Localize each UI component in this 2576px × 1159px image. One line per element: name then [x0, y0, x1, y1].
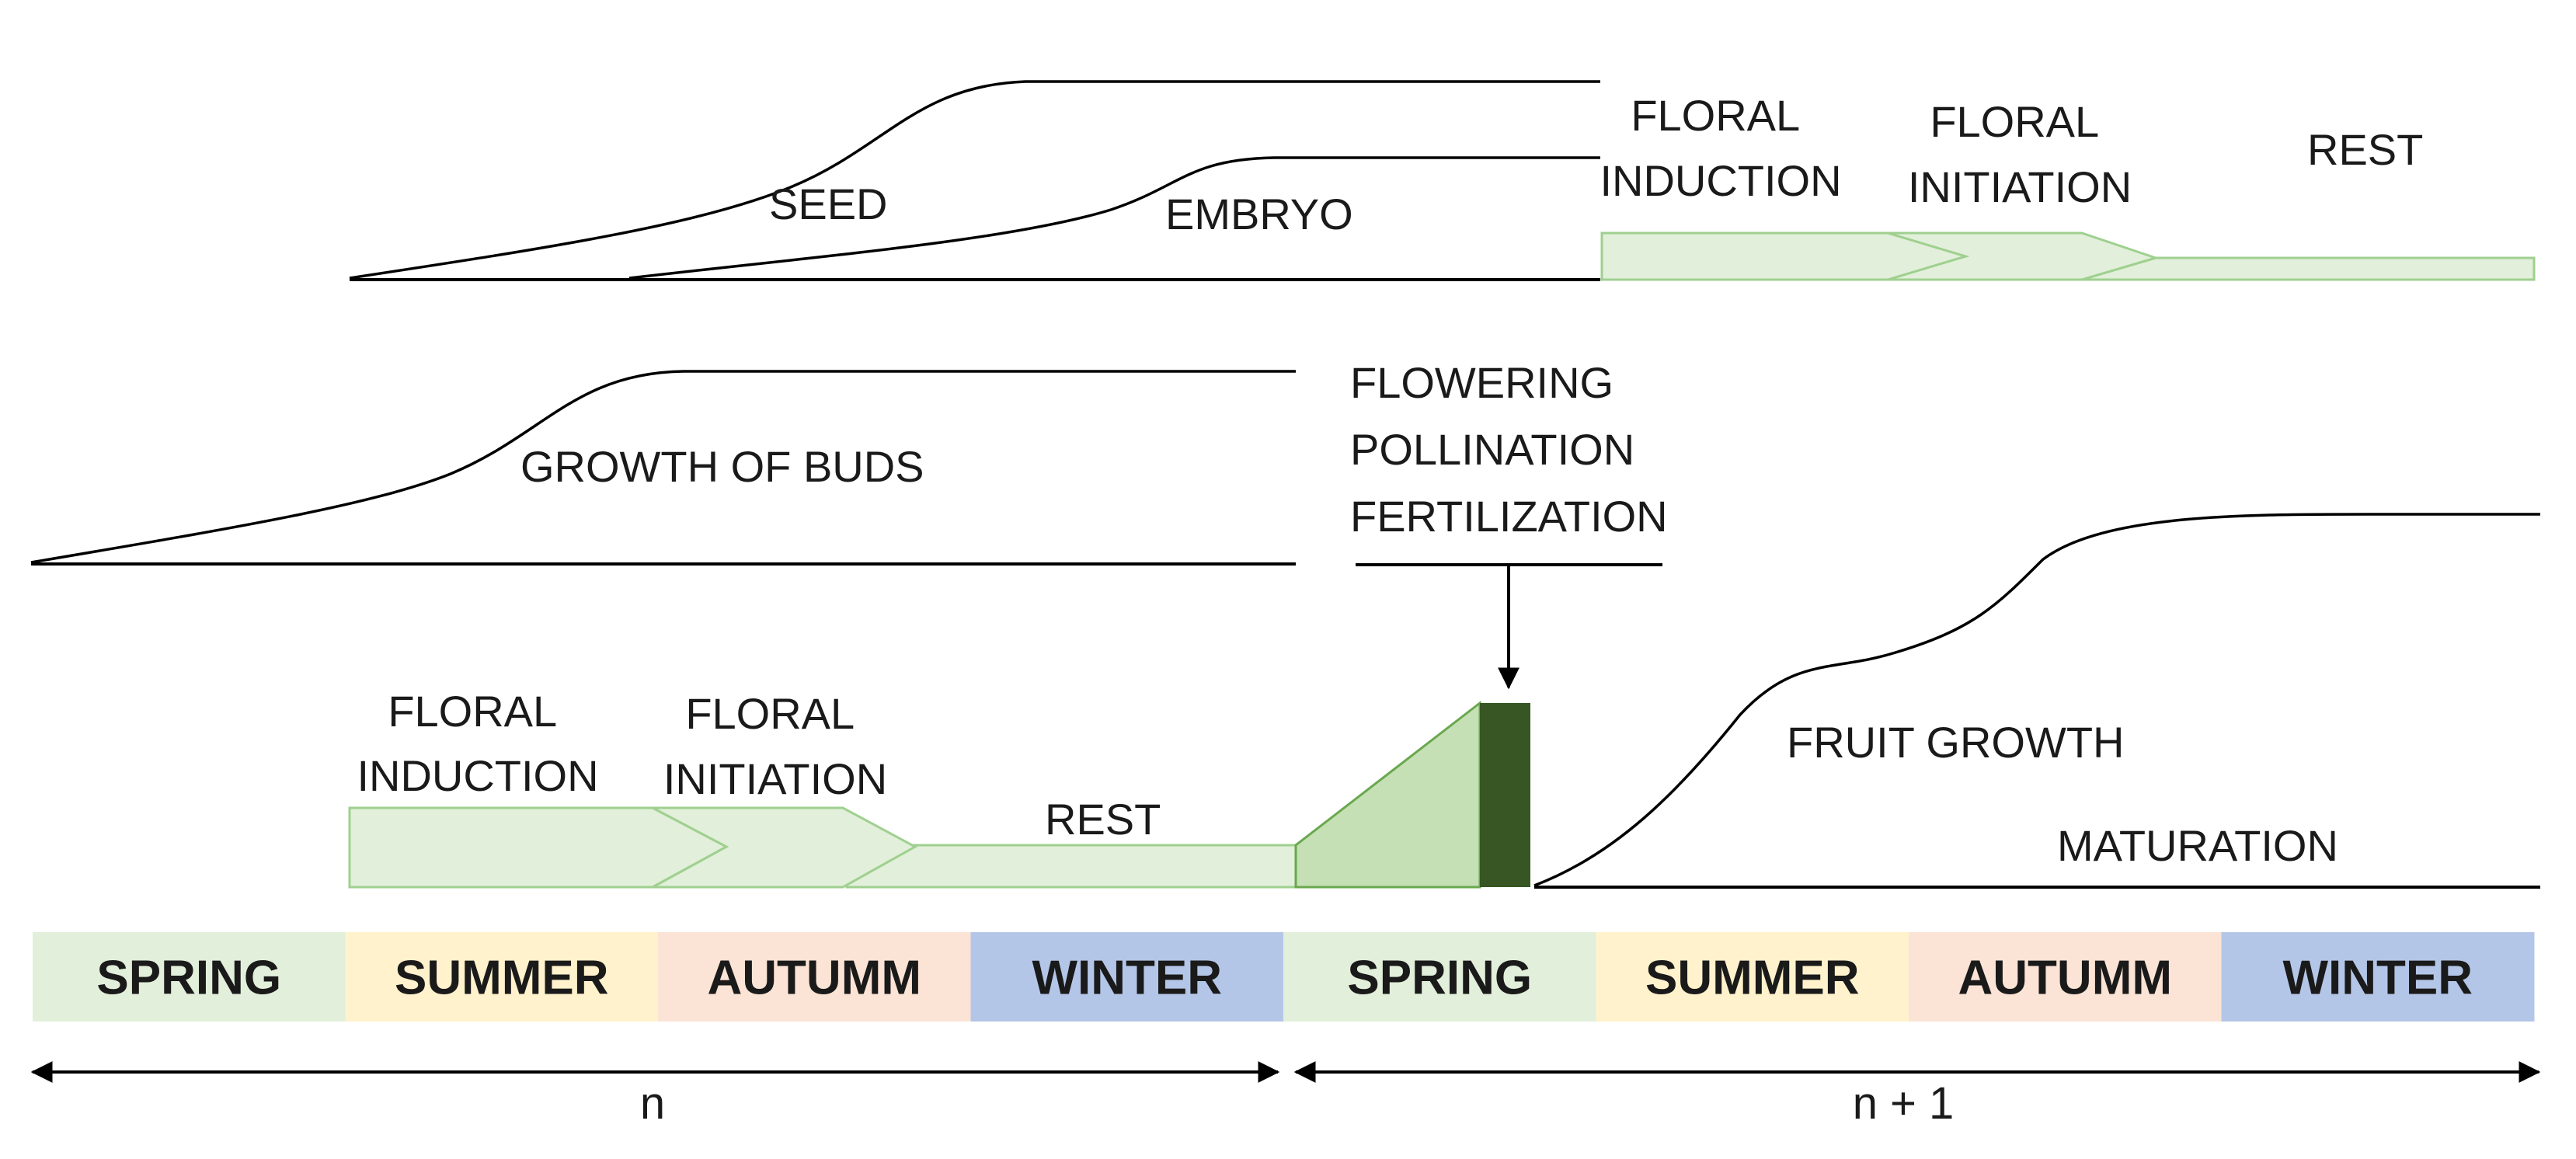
season-cell-summer: SUMMER	[345, 932, 659, 1022]
season-label: SPRING	[96, 952, 281, 1005]
maturation-label: MATURATION	[2057, 821, 2338, 870]
fruit-growth-curve	[1533, 513, 2540, 887]
fruit-growth-label: FRUIT GROWTH	[1787, 718, 2124, 767]
bottom-floral-initiation-label: FLORAL INITIATION	[663, 689, 887, 803]
season-block	[1283, 932, 1596, 1022]
flowering-label-stack: FLOWERING POLLINATION FERTILIZATION	[1350, 358, 1668, 541]
bottom-rest-bar	[845, 844, 1297, 889]
top-rest-bar	[2080, 256, 2536, 281]
top-rest-label: REST	[2307, 125, 2423, 174]
bottom-floral-induction-label: FLORAL INDUCTION	[357, 687, 598, 800]
flowering-ramp	[1294, 700, 1481, 889]
top-induction-arrow	[1600, 231, 1970, 281]
seed-label: SEED	[769, 179, 888, 228]
bottom-induction-arrow	[348, 806, 729, 889]
season-block	[2221, 932, 2535, 1022]
growth-of-buds-label: GROWTH OF BUDS	[520, 442, 924, 491]
season-label: WINTER	[1032, 952, 1222, 1005]
season-label: SUMMER	[1645, 952, 1860, 1005]
seed-curve	[349, 80, 1600, 280]
embryo-label: EMBRYO	[1165, 190, 1353, 238]
growth-of-buds-curve	[30, 370, 1296, 564]
season-cell-winter: WINTER	[970, 932, 1284, 1022]
season-block	[970, 932, 1284, 1022]
season-label: AUTUMM	[708, 952, 922, 1005]
embryo-curve	[628, 156, 1600, 280]
season-strip: SPRING SUMMER AUTUMM WINTER SPRING SUMMER AUTU…	[33, 932, 2535, 1022]
season-cell-autumm: AUTUMM	[658, 932, 971, 1022]
season-label: WINTER	[2282, 952, 2473, 1005]
top-floral-induction-label: FLORAL INDUCTION	[1600, 91, 1841, 205]
season-cell-winter: WINTER	[2221, 932, 2535, 1022]
year-n-label: n	[640, 1078, 665, 1129]
season-cell-autumm: AUTUMM	[1909, 932, 2222, 1022]
bottom-rest-label: REST	[1045, 795, 1161, 844]
season-label: SPRING	[1347, 952, 1532, 1005]
season-cell-spring: SPRING	[1283, 932, 1596, 1022]
season-block	[345, 932, 659, 1022]
season-block	[33, 932, 346, 1022]
bottom-stage-arrows	[348, 806, 1297, 889]
year-n1-label: n + 1	[1853, 1078, 1955, 1129]
season-block	[658, 932, 971, 1022]
season-block	[1596, 932, 1909, 1022]
season-label: SUMMER	[395, 952, 609, 1005]
top-floral-initiation-label: FLORAL INITIATION	[1908, 97, 2132, 211]
top-stage-arrows	[1600, 231, 2536, 281]
season-block	[1909, 932, 2222, 1022]
season-cell-spring: SPRING	[33, 932, 346, 1022]
season-label: AUTUMM	[1958, 952, 2173, 1005]
fertilization-bar	[1480, 703, 1530, 887]
season-cell-summer: SUMMER	[1596, 932, 1909, 1022]
